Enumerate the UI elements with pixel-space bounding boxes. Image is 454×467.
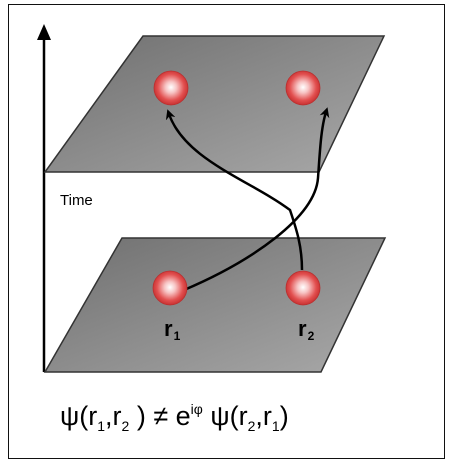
formula-part-6: )	[279, 401, 289, 431]
particle-upper-left	[153, 70, 189, 106]
formula-sub-2: 2	[121, 418, 130, 434]
trajectory-r2	[165, 109, 304, 271]
particle-r1-label: r1	[164, 316, 181, 343]
upper-plane	[43, 35, 386, 173]
formula-part-4: ψ(r	[202, 401, 248, 431]
particle-upper-right	[285, 70, 321, 106]
exchange-formula: ψ(r1,r2 ) ≠ eiφ ψ(r2,r1)	[60, 401, 289, 434]
particle-r2	[285, 270, 321, 306]
trajectory-r1	[183, 107, 330, 292]
formula-part-3: ) ≠ e	[129, 401, 191, 431]
time-axis-label: Time	[60, 192, 93, 209]
particle-r1-symbol: r	[164, 316, 173, 341]
time-axis-arrowhead	[37, 24, 51, 40]
particle-r2-label: r2	[298, 316, 315, 343]
lower-plane	[43, 237, 387, 373]
formula-sub-1: 1	[97, 418, 106, 434]
particle-r2-subscript: 2	[307, 329, 315, 343]
particle-r1	[152, 270, 188, 306]
particle-r2-symbol: r	[298, 316, 307, 341]
formula-part-5: ,r	[255, 401, 272, 431]
formula-sub-3: 2	[247, 418, 256, 434]
formula-part-1: ψ(r	[60, 401, 98, 431]
formula-part-2: ,r	[105, 401, 122, 431]
formula-sub-4: 1	[271, 418, 280, 434]
particle-r1-subscript: 1	[173, 329, 181, 343]
formula-sup-phase: iφ	[190, 401, 203, 417]
